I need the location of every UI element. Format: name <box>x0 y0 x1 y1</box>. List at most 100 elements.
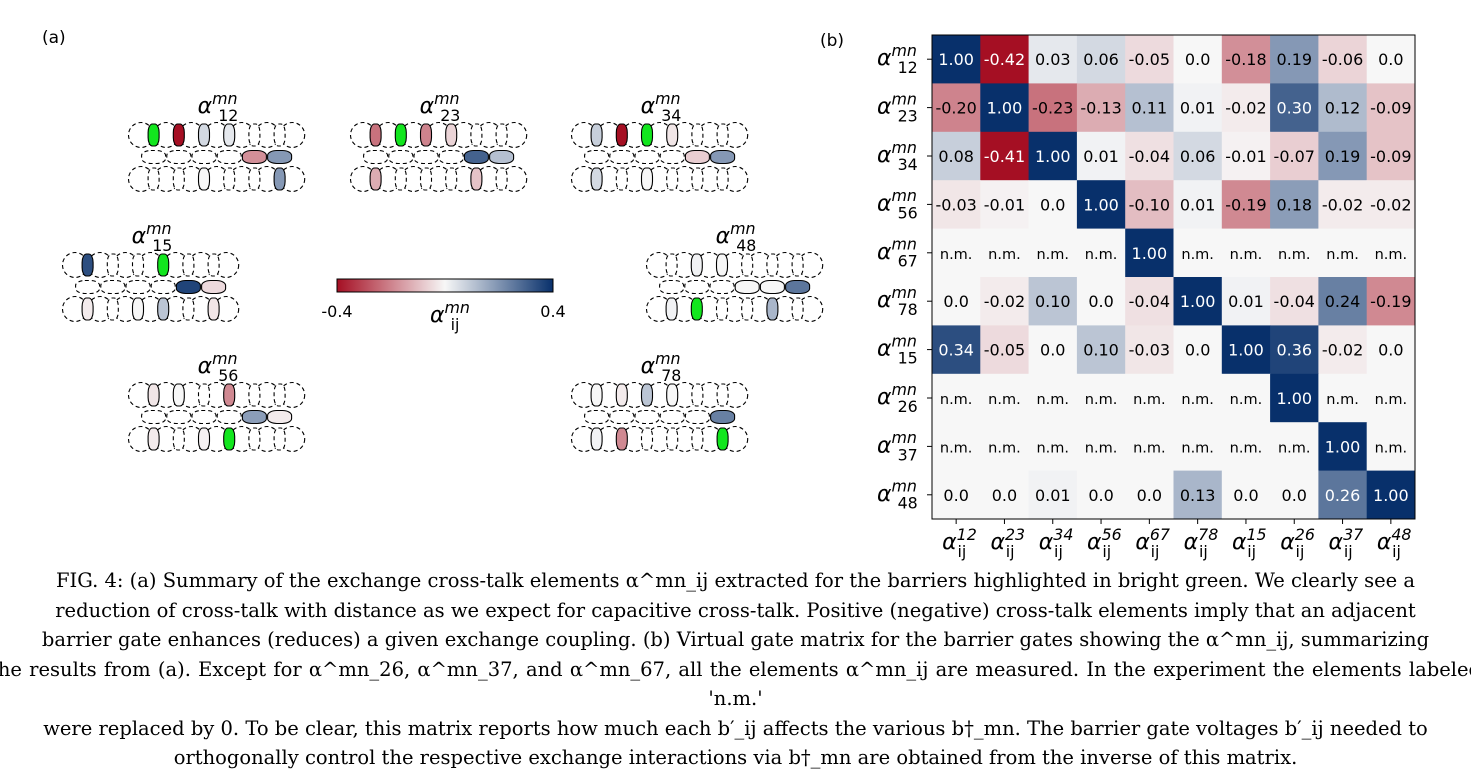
gate-electrode <box>766 297 779 321</box>
colorbar-gradient <box>336 278 554 293</box>
heatmap-cell <box>932 131 981 181</box>
heatmap-cell-label: n.m. <box>1230 247 1263 263</box>
heatmap-cell-label: -0.01 <box>984 195 1025 214</box>
heatmap-cell <box>1270 277 1319 326</box>
highlighted-barrier-gate <box>394 123 407 147</box>
gate-electrode <box>470 167 483 191</box>
heatmap-cell <box>1076 131 1126 181</box>
heatmap-cell-label: n.m. <box>1085 392 1118 408</box>
heatmap-cell-label: -0.05 <box>984 341 1025 360</box>
heatmap-cell-label: 0.0 <box>1088 292 1113 311</box>
heatmap-cell <box>1028 470 1078 520</box>
heatmap-cell-label: 0.0 <box>1378 341 1403 360</box>
highlighted-barrier-gate <box>147 123 160 147</box>
heatmap-cell <box>980 422 1030 472</box>
heatmap-cell-label: -0.01 <box>1225 147 1266 166</box>
heatmap-cell-label: 1.00 <box>1325 437 1361 456</box>
gate-electrode <box>666 383 679 407</box>
gate-electrode <box>741 253 754 277</box>
heatmap-cell-label: 0.01 <box>1180 195 1216 214</box>
heatmap-cell <box>1221 228 1271 278</box>
heatmap-cell-label: -0.07 <box>1274 147 1315 166</box>
gate-electrode <box>75 279 101 295</box>
heatmap-cell-label: n.m. <box>1326 247 1359 263</box>
gate-electrode <box>691 167 704 191</box>
heatmap-cell <box>980 373 1030 423</box>
heatmap-cell <box>1125 131 1174 181</box>
highlighted-barrier-gate <box>223 427 236 451</box>
heatmap-cell <box>932 373 981 423</box>
caption-line-3: barrier gate enhances (reduces) a given … <box>41 628 1430 651</box>
heatmap-cell <box>932 422 981 472</box>
highlighted-barrier-gate <box>157 253 170 277</box>
gate-electrode <box>182 297 195 321</box>
heatmap-cell <box>1076 180 1126 230</box>
heatmap-cell-label: -0.02 <box>1225 99 1266 118</box>
heatmap-cell-label: 0.01 <box>1035 486 1071 505</box>
gate-electrode <box>182 253 195 277</box>
gate-electrode <box>741 297 754 321</box>
heatmap-cell <box>1125 228 1174 278</box>
gate-electrode <box>590 383 603 407</box>
heatmap-cell-label: n.m. <box>1230 440 1263 456</box>
gate-electrode <box>157 297 170 321</box>
heatmap-cell-label: -0.41 <box>984 147 1025 166</box>
heatmap-cell <box>932 277 981 326</box>
heatmap-cell <box>1125 325 1174 375</box>
gate-electrode <box>666 167 679 191</box>
quantum-dot <box>797 295 824 323</box>
heatmap-cell-label: 0.0 <box>943 486 968 505</box>
heatmap-cell-label: n.m. <box>1375 440 1408 456</box>
heatmap-cell <box>1318 180 1368 230</box>
gate-electrode <box>659 149 685 165</box>
quantum-dot <box>501 121 528 149</box>
gate-electrode <box>191 149 217 165</box>
gate-electrode <box>419 167 433 191</box>
gate-electrode <box>248 427 261 451</box>
heatmap-cell <box>1366 228 1416 278</box>
heatmap-cell-label: 1.00 <box>938 50 974 69</box>
heatmap-cell-label: n.m. <box>1278 440 1311 456</box>
gate-electrode <box>445 123 458 147</box>
gate-electrode <box>716 167 729 191</box>
heatmap-cell-label: n.m. <box>940 392 973 408</box>
heatmap-cell <box>1028 373 1078 423</box>
heatmap-cell <box>1173 422 1223 472</box>
gate-electrode <box>106 297 119 321</box>
heatmap-cell <box>1221 325 1271 375</box>
heatmap-cell <box>1221 131 1271 181</box>
gate-electrode <box>615 383 628 407</box>
gate-electrode <box>197 123 211 147</box>
heatmap-cell <box>1028 131 1078 181</box>
heatmap-cell-label: 1.00 <box>1132 244 1168 263</box>
heatmap-cell <box>1028 325 1078 375</box>
gate-electrode <box>150 279 176 295</box>
quantum-dot <box>501 165 528 193</box>
gate-electrode <box>273 167 286 191</box>
gate-electrode <box>131 297 145 321</box>
gate-electrode <box>609 409 635 425</box>
gate-electrode <box>172 167 185 191</box>
heatmap-cell-label: 0.0 <box>1282 486 1307 505</box>
heatmap-cell <box>1076 228 1126 278</box>
heatmap-cell <box>1270 180 1319 230</box>
gate-electrode <box>634 409 660 425</box>
gate-electrode <box>615 123 628 147</box>
heatmap-cell <box>1366 422 1416 472</box>
heatmap-cell-label: -0.10 <box>1129 195 1170 214</box>
heatmap-cell <box>1366 83 1416 133</box>
heatmap-cell <box>980 277 1030 326</box>
heatmap-cell <box>1028 277 1078 326</box>
heatmap-cell-label: 0.03 <box>1035 50 1071 69</box>
gate-electrode <box>590 427 603 451</box>
